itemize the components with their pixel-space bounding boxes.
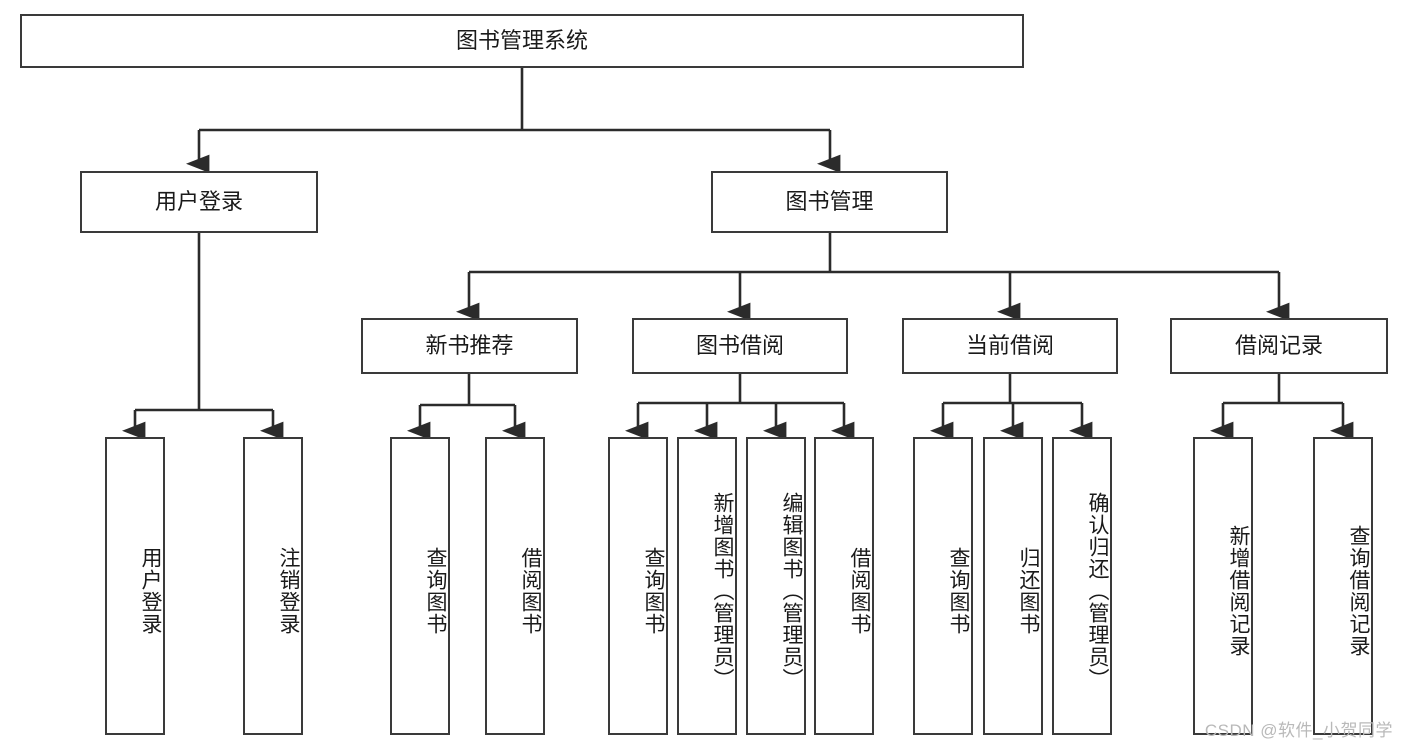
node-user-login[interactable]: 用户登录 [80, 171, 318, 233]
node-leaf-query-borrow-record[interactable]: 查询借阅记录 [1313, 437, 1373, 735]
node-user-login-label: 用户登录 [154, 188, 243, 214]
node-leaf-query-book-current-label: 查询图书 [947, 547, 970, 635]
node-leaf-borrow-book-recommend-label: 借阅图书 [519, 547, 542, 635]
watermark-text: CSDN @软件_小贺同学 [1204, 721, 1393, 740]
node-leaf-add-borrow-record-label: 新增借阅记录 [1227, 525, 1250, 657]
node-leaf-confirm-return-admin-label: 确认归还（管理员） [1086, 492, 1109, 690]
node-leaf-borrow-book[interactable]: 借阅图书 [814, 437, 874, 735]
node-leaf-query-book-recommend-label: 查询图书 [424, 547, 447, 635]
node-leaf-borrow-book-label: 借阅图书 [848, 547, 871, 635]
node-current-borrow[interactable]: 当前借阅 [902, 318, 1118, 374]
node-leaf-return-book[interactable]: 归还图书 [983, 437, 1043, 735]
node-leaf-add-book-admin-label: 新增图书（管理员） [711, 492, 734, 690]
node-leaf-user-login[interactable]: 用户登录 [105, 437, 165, 735]
node-leaf-edit-book-admin[interactable]: 编辑图书（管理员） [746, 437, 806, 735]
node-current-borrow-label: 当前借阅 [965, 332, 1054, 358]
node-leaf-return-book-label: 归还图书 [1017, 547, 1040, 635]
node-leaf-add-book-admin[interactable]: 新增图书（管理员） [677, 437, 737, 735]
node-leaf-query-book-borrow[interactable]: 查询图书 [608, 437, 668, 735]
node-root-label: 图书管理系统 [455, 27, 588, 53]
node-borrow-record-label: 借阅记录 [1234, 332, 1323, 358]
node-book-manage[interactable]: 图书管理 [711, 171, 948, 233]
node-leaf-query-book-current[interactable]: 查询图书 [913, 437, 973, 735]
node-leaf-confirm-return-admin[interactable]: 确认归还（管理员） [1052, 437, 1112, 735]
node-book-borrow[interactable]: 图书借阅 [632, 318, 848, 374]
node-leaf-user-login-label: 用户登录 [139, 547, 162, 635]
node-root[interactable]: 图书管理系统 [20, 14, 1024, 68]
node-borrow-record[interactable]: 借阅记录 [1170, 318, 1388, 374]
node-leaf-edit-book-admin-label: 编辑图书（管理员） [780, 492, 803, 690]
node-leaf-query-book-borrow-label: 查询图书 [642, 547, 665, 635]
node-new-book-recommend[interactable]: 新书推荐 [361, 318, 578, 374]
node-leaf-borrow-book-recommend[interactable]: 借阅图书 [485, 437, 545, 735]
node-new-book-recommend-label: 新书推荐 [425, 332, 514, 358]
node-book-borrow-label: 图书借阅 [695, 332, 784, 358]
node-leaf-add-borrow-record[interactable]: 新增借阅记录 [1193, 437, 1253, 735]
node-leaf-query-borrow-record-label: 查询借阅记录 [1347, 525, 1370, 657]
node-leaf-user-logout[interactable]: 注销登录 [243, 437, 303, 735]
node-leaf-query-book-recommend[interactable]: 查询图书 [390, 437, 450, 735]
node-book-manage-label: 图书管理 [785, 188, 874, 214]
node-leaf-user-logout-label: 注销登录 [277, 547, 300, 635]
